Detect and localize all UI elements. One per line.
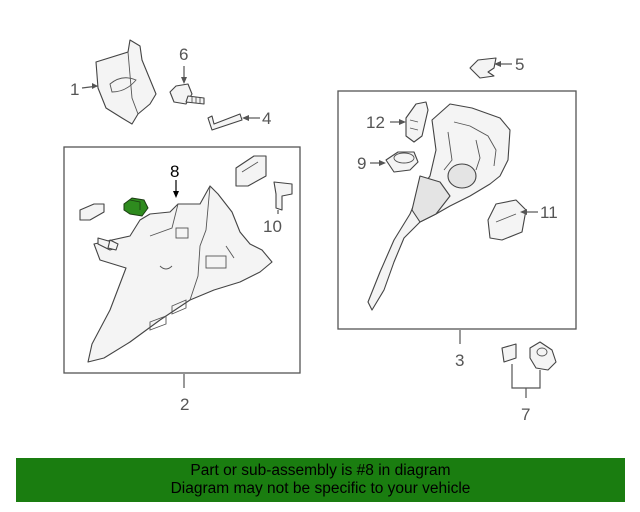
- part-4-strip[interactable]: [207, 113, 243, 131]
- callout-4: 4: [262, 109, 271, 128]
- part-1-bracket[interactable]: [95, 39, 157, 125]
- part-6-bolt[interactable]: [169, 83, 205, 105]
- part-2-trim-panel[interactable]: [87, 185, 273, 363]
- left-screw[interactable]: [97, 237, 119, 251]
- callout-2: 2: [180, 395, 189, 414]
- part-10-fastener[interactable]: [273, 181, 293, 211]
- callout-11: 11: [540, 203, 558, 222]
- left-group-frame: [63, 146, 301, 374]
- banner-line-2: Diagram may not be specific to your vehi…: [170, 480, 471, 497]
- left-pad[interactable]: [79, 203, 105, 221]
- banner-line-1: Part or sub-assembly is #8 in diagram: [190, 462, 451, 479]
- callout-1: 1: [70, 80, 79, 99]
- callout-12: 12: [366, 113, 385, 132]
- left-group-cap[interactable]: [235, 155, 267, 187]
- callout-5: 5: [515, 55, 524, 74]
- part-3-quarter-panel[interactable]: [367, 103, 511, 311]
- part-8-clip-highlighted[interactable]: [123, 197, 149, 217]
- part-11-cover[interactable]: [487, 199, 527, 241]
- right-group-frame: [337, 90, 577, 330]
- callout-6: 6: [179, 45, 188, 64]
- part-12-latch[interactable]: [405, 101, 429, 143]
- callout-10: 10: [263, 217, 282, 236]
- callout-9: 9: [357, 154, 366, 173]
- part-5-clip[interactable]: [469, 57, 497, 79]
- part-7-retainers[interactable]: [501, 341, 557, 371]
- part-9-cap[interactable]: [385, 151, 419, 173]
- callout-3: 3: [455, 351, 464, 370]
- info-banner: Part or sub-assembly is #8 in diagram Di…: [16, 458, 625, 502]
- callout-8: 8: [170, 162, 179, 181]
- callout-7: 7: [521, 405, 530, 424]
